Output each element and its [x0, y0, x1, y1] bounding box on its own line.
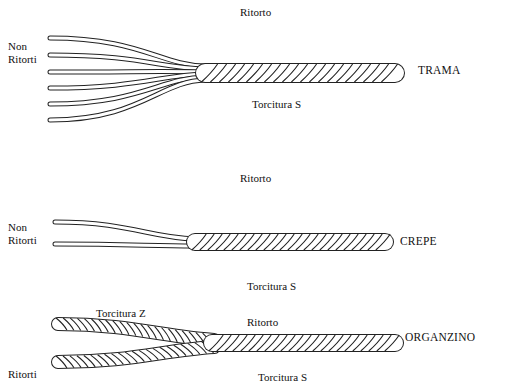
untwisted-strands	[55, 222, 195, 246]
yarn-label: Ritorto	[240, 6, 271, 19]
yarn-name: ORGANZINO	[405, 331, 475, 345]
yarn-label: Non Ritorti	[8, 221, 56, 247]
twisted-yarn	[56, 318, 214, 346]
yarn-label: Ritorto	[247, 316, 278, 329]
yarn-label: Torcitura Z	[96, 307, 146, 320]
untwisted-strands	[50, 38, 205, 120]
yarn-label: Torcitura S	[252, 98, 301, 111]
twisted-yarn	[192, 234, 390, 250]
yarn-label: Non Ritorti	[8, 40, 56, 66]
yarn-label: Ritorto	[240, 172, 271, 185]
twisted-yarn	[56, 342, 214, 368]
twisted-yarn	[209, 335, 399, 351]
twisted-yarn	[201, 64, 397, 82]
yarn-label: Torcitura S	[258, 371, 307, 384]
yarn-name: CREPE	[400, 235, 437, 249]
yarn-name: TRAMA	[418, 64, 461, 78]
yarn-label: Ritorti	[8, 368, 37, 381]
yarn-label: Torcitura S	[247, 280, 296, 293]
